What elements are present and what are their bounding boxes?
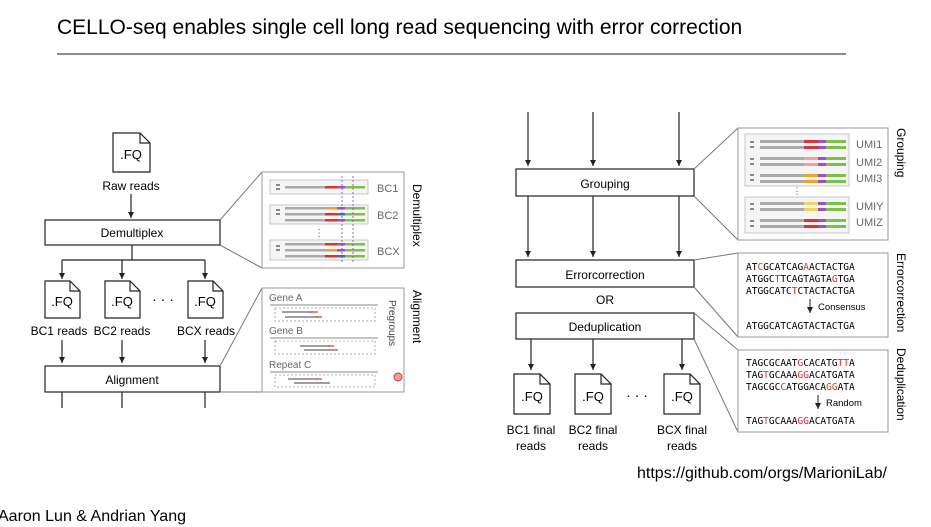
demux-read-bc2 (269, 204, 369, 225)
err-seq-3: ATGGCATCTCTACTACTGA (746, 286, 855, 297)
slide-title: CELLO-seq enables single cell long read … (57, 16, 743, 39)
bcx-reads-label: BCX reads (177, 324, 235, 338)
err-result: ATGGCATCAGTACTACTGA (746, 321, 855, 332)
umiy-label: UMIY (856, 201, 884, 213)
err-seq-1: ATCGCATCAGAACTACTGA (746, 262, 855, 273)
svg-text:.FQ: .FQ (51, 294, 73, 309)
grouping-box (515, 168, 695, 197)
dedup-seq-3: TAGCGCCATGGACAGGATA (746, 382, 855, 393)
bc2-inset-label: BC2 (377, 210, 398, 222)
errorcorrection-label: Errorcorrection (565, 268, 644, 282)
umi-group-bottom (744, 196, 850, 234)
svg-text:.FQ: .FQ (671, 389, 693, 404)
bcx-file-icon: .FQ (187, 280, 224, 319)
svg-text:⋮: ⋮ (793, 186, 802, 196)
bcx-final-label-1: BCX final (657, 423, 707, 437)
errorcorrection-side-label: Errorcorrection (894, 253, 908, 332)
umiz-label: UMIZ (856, 217, 883, 229)
dedup-seq-1: TAGCGCAATGCACATGTTA (746, 358, 855, 369)
svg-text:⋮: ⋮ (314, 228, 324, 239)
right-ellipsis: · · · (626, 387, 648, 403)
umi-group-top (744, 133, 850, 187)
svg-text:.FQ: .FQ (194, 294, 216, 309)
demux-read-bc1 (269, 179, 369, 195)
bc2-reads-label: BC2 reads (94, 324, 151, 338)
deduplication-box (515, 312, 695, 340)
bcx-final-label-2: reads (667, 439, 697, 453)
bc2-file-icon: .FQ (104, 280, 141, 319)
random-label: Random (826, 398, 862, 409)
pregroup-marker (393, 372, 403, 382)
bcx-inset-label: BCX (377, 246, 400, 258)
err-seq-2: ATGGCTTCAGTAGTAGTGA (746, 274, 855, 285)
alignment-label: Alignment (105, 373, 159, 387)
bc1-final-label-2: reads (516, 439, 546, 453)
demultiplex-label: Demultiplex (101, 226, 164, 240)
errorcorrection-box (515, 259, 695, 288)
author-credit: Aaron Lun & Andrian Yang (0, 508, 186, 525)
github-url: https://github.com/orgs/MarioniLab/ (637, 465, 887, 482)
title-divider (57, 53, 846, 55)
gene-a-label: Gene A (269, 293, 303, 304)
demux-read-bcx (269, 239, 369, 261)
pregroups-label: Pregroups (386, 300, 397, 346)
raw-fq-label: .FQ (120, 147, 142, 162)
bc1-inset-label: BC1 (377, 183, 398, 195)
umi3-label: UMI3 (856, 173, 882, 185)
dedup-result: TAGTGCAAAGGACATGATA (746, 416, 855, 427)
grouping-side-label: Grouping (894, 128, 908, 177)
svg-text:.FQ: .FQ (582, 389, 604, 404)
svg-text:.FQ: .FQ (521, 389, 543, 404)
gene-b-label: Gene B (269, 326, 303, 337)
umi2-label: UMI2 (856, 157, 882, 169)
deduplication-inset (737, 349, 889, 433)
umi1-label: UMI1 (856, 139, 882, 151)
errorcorrection-inset (737, 252, 889, 338)
deduplication-label: Deduplication (569, 320, 642, 334)
or-label: OR (596, 293, 614, 307)
demultiplex-side-label: Demultiplex (410, 184, 424, 247)
left-ellipsis: · · · (152, 291, 174, 307)
bc1-file-icon: .FQ (44, 280, 81, 319)
repeat-c-label: Repeat C (269, 360, 311, 371)
alignment-box (44, 365, 221, 393)
svg-text:.FQ: .FQ (111, 294, 133, 309)
bc1-reads-label: BC1 reads (31, 324, 88, 338)
raw-reads-file-icon: .FQ (112, 132, 151, 173)
raw-reads-label: Raw reads (102, 179, 159, 193)
grouping-label: Grouping (580, 177, 629, 191)
demultiplex-box (44, 219, 221, 246)
bc2-final-label-2: reads (578, 439, 608, 453)
bc2-final-file-icon: .FQ (574, 373, 612, 415)
deduplication-side-label: Deduplication (894, 348, 908, 421)
bcx-final-file-icon: .FQ (663, 373, 701, 415)
bc2-final-label-1: BC2 final (569, 423, 618, 437)
dedup-seq-2: TAGTGCAAAGGACATGATA (746, 370, 855, 381)
alignment-side-label: Alignment (410, 290, 424, 344)
bc1-final-label-1: BC1 final (507, 423, 556, 437)
bc1-final-file-icon: .FQ (513, 373, 551, 415)
consensus-label: Consensus (818, 302, 866, 313)
